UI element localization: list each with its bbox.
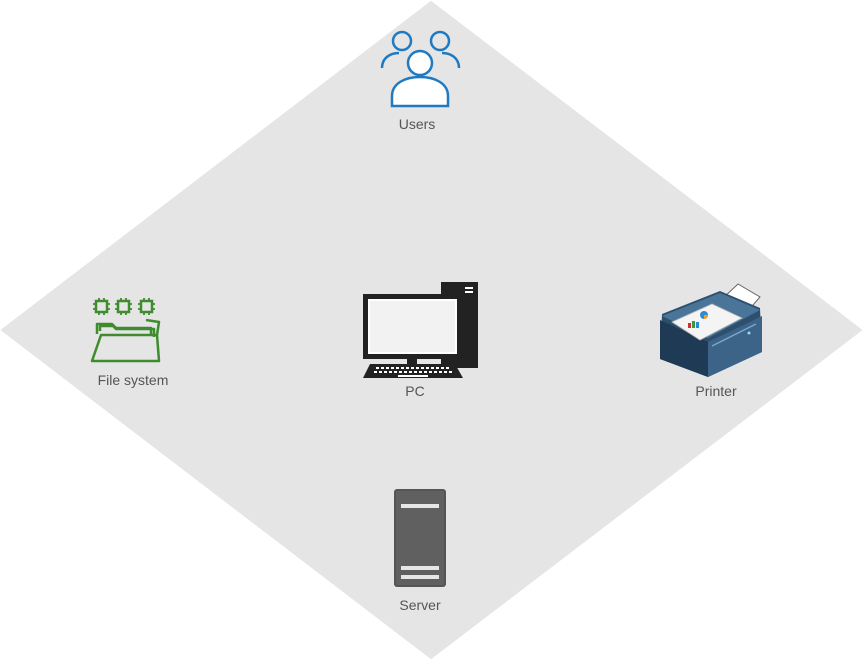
node-printer[interactable]: Printer	[660, 283, 762, 399]
server-tower-icon	[394, 489, 446, 587]
desktop-pc-icon	[363, 282, 478, 378]
folder-chips-icon	[90, 298, 161, 363]
node-pc[interactable]: PC	[363, 282, 478, 399]
printer-icon	[660, 283, 762, 377]
printer-label: Printer	[695, 383, 737, 399]
users-label: Users	[399, 116, 436, 132]
pc-label: PC	[405, 383, 424, 399]
node-server[interactable]: Server	[394, 489, 446, 613]
node-file-system[interactable]: File system	[90, 298, 169, 388]
users-icon	[380, 30, 461, 108]
node-users[interactable]: Users	[380, 30, 461, 132]
file-system-label: File system	[98, 372, 169, 388]
server-label: Server	[399, 597, 441, 613]
